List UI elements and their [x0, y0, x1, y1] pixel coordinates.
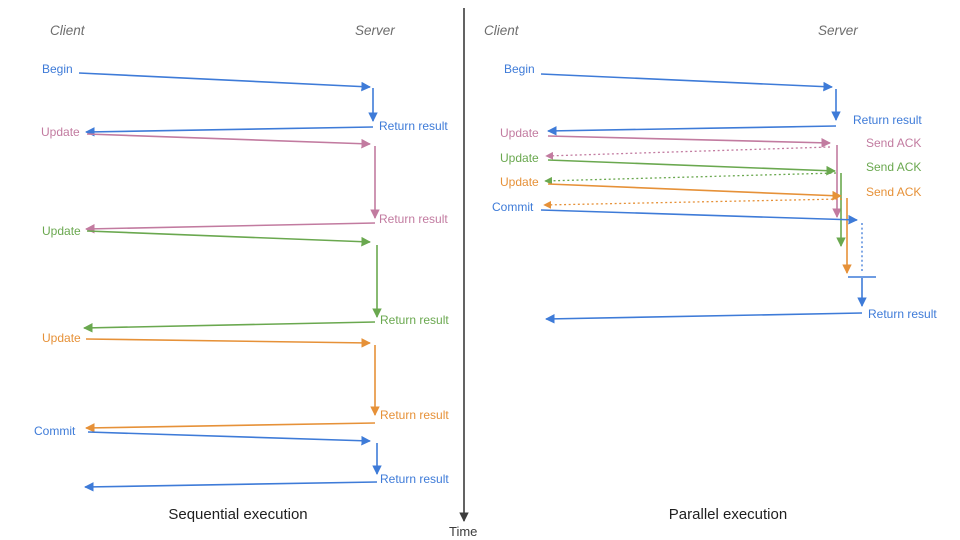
- parallel-execution-update-2-ack-line: [544, 172, 837, 185]
- sequential-execution-update-3-request-line: [85, 338, 371, 348]
- sequential-execution-begin-request-line: [78, 72, 371, 92]
- parallel-execution-commit-request-line: [540, 209, 858, 225]
- sequential-execution-update-1-return-line: [85, 222, 376, 234]
- parallel-execution-update-3-ack-line: [543, 198, 843, 209]
- parallel-execution-update-1-ack-line: [545, 146, 831, 160]
- sequential-execution-commit-return-line: [84, 481, 378, 492]
- sequential-execution-update-2-return-line: [83, 321, 376, 333]
- sequential-execution-update-1-request-line: [86, 133, 371, 149]
- parallel-execution-update-1-request-line: [547, 135, 831, 148]
- parallel-execution-update-2-request-line: [547, 159, 836, 176]
- parallel-execution-commit-return-line: [545, 312, 863, 324]
- sequential-execution-update-3-return-line: [85, 422, 376, 433]
- parallel-execution-begin-return-line: [547, 125, 837, 136]
- sequential-execution-commit-request-line: [87, 431, 371, 446]
- sequential-execution-update-2-request-line: [86, 230, 371, 247]
- parallel-execution-begin-request-line: [540, 73, 833, 92]
- sequential-execution-begin-return-line: [85, 126, 374, 137]
- parallel-execution-update-3-request-line: [547, 183, 842, 201]
